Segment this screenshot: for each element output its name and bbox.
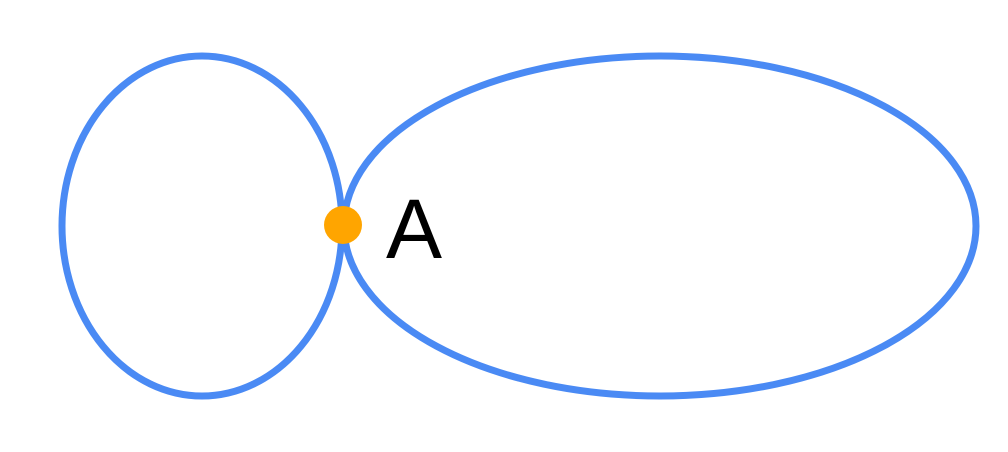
point-a-label: A: [386, 182, 442, 276]
point-a-marker: [324, 206, 362, 244]
left-loop: [58, 52, 346, 400]
